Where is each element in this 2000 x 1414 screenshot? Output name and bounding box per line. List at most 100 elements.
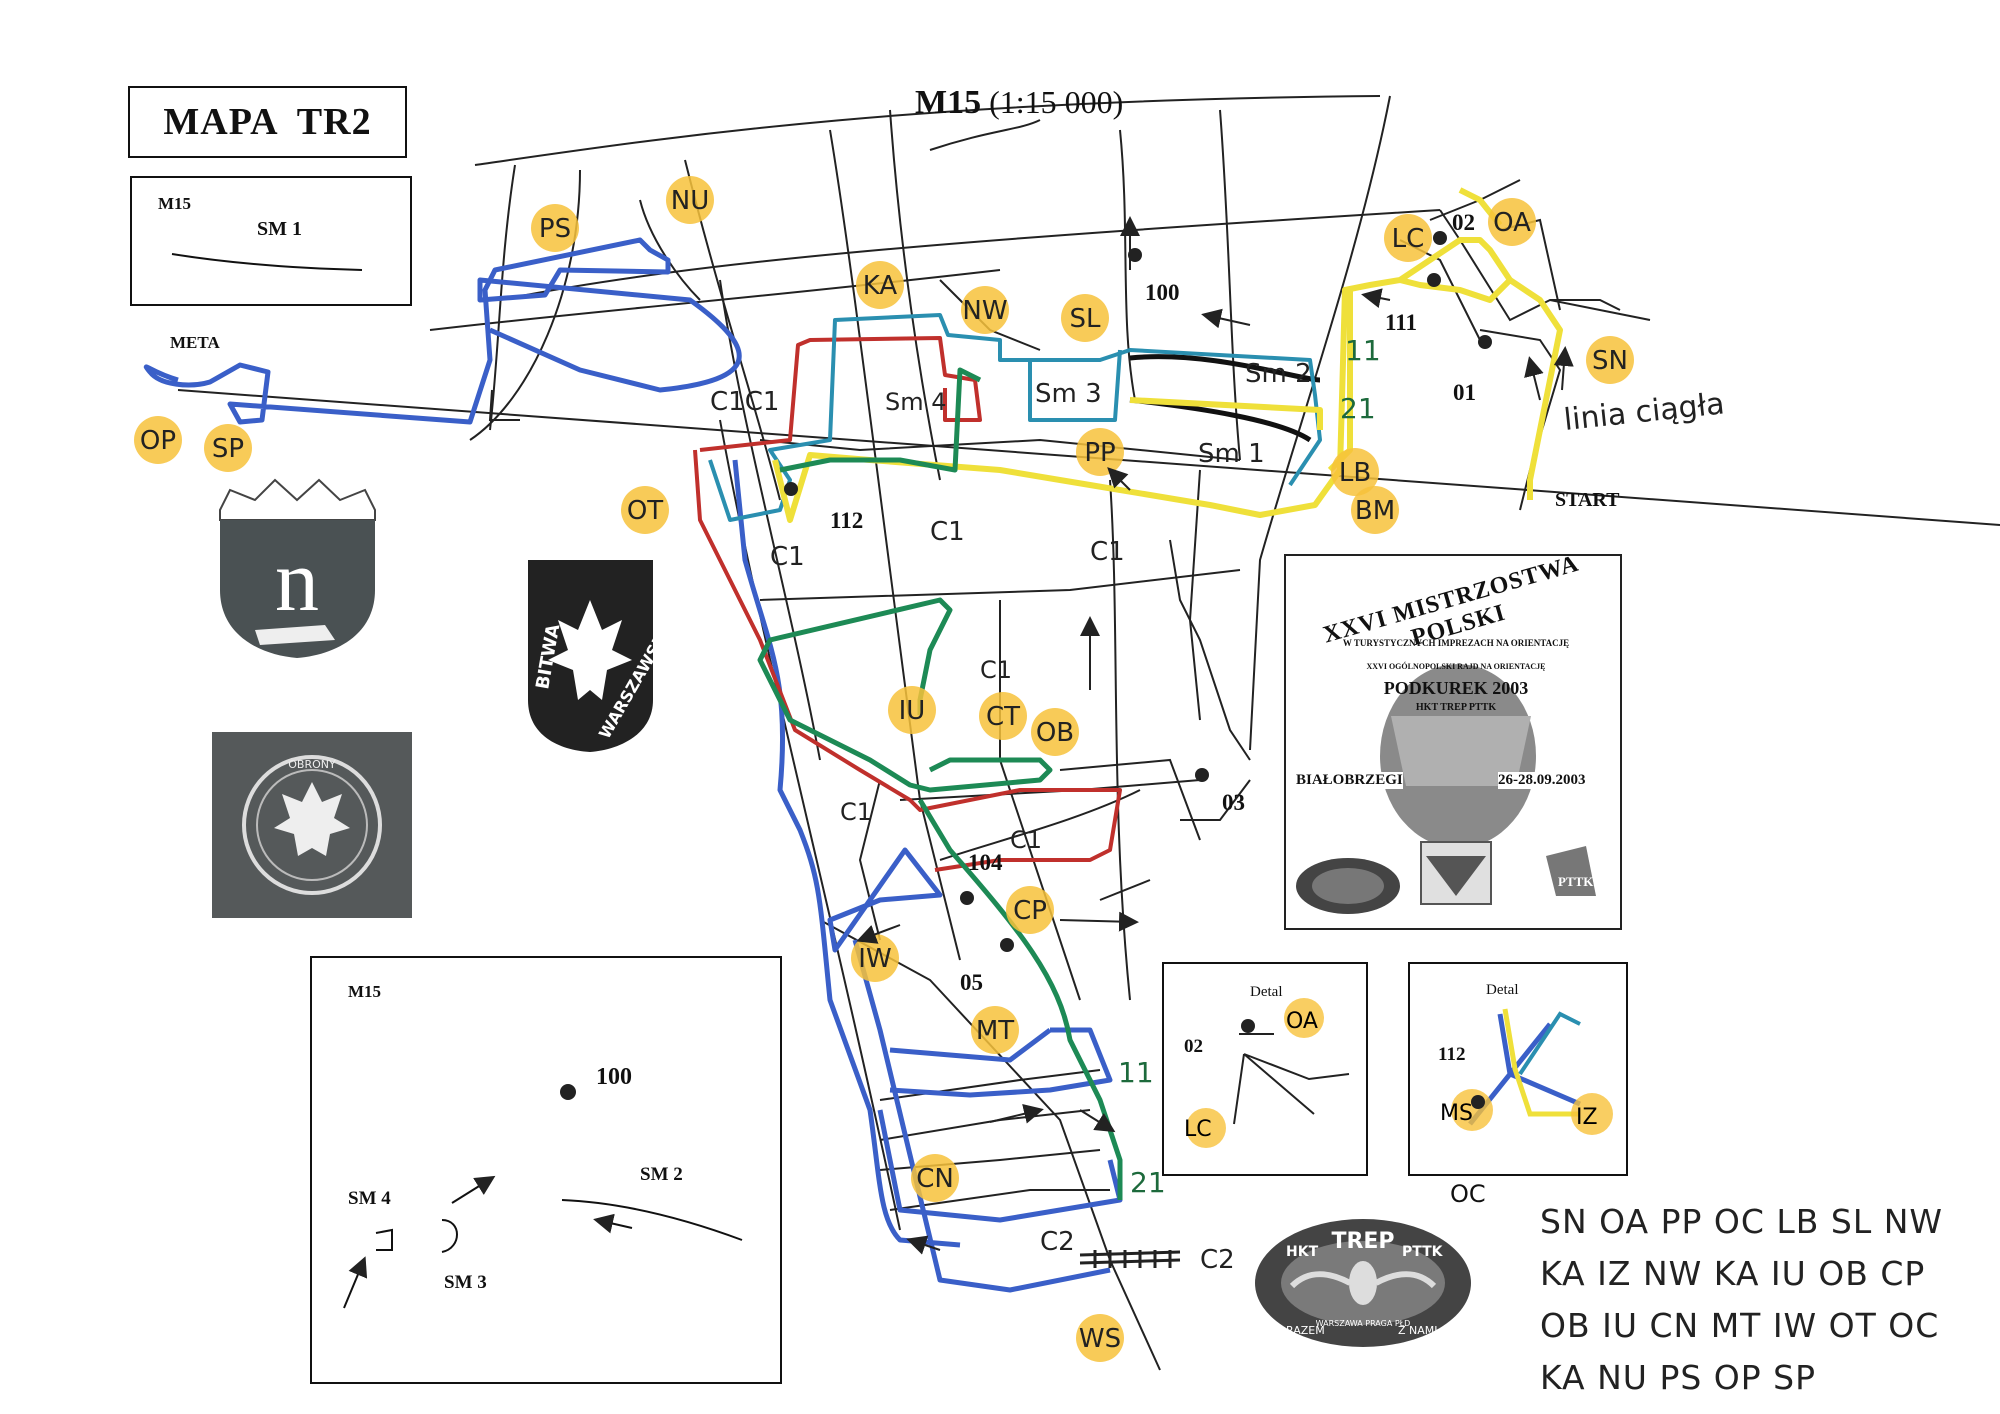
sm4-note: Sm 4 (885, 388, 947, 416)
control-label: CT (986, 702, 1020, 732)
control-marker (851, 934, 899, 982)
poster-event-line: XXVI OGÓLNOPOLSKI RAJD NA ORIENTACJĘ (1366, 662, 1546, 671)
control-marker (1586, 336, 1634, 384)
arrow-count: 21 (1340, 392, 1376, 425)
point-label: 05 (960, 970, 983, 995)
crest-badge: n (215, 450, 380, 660)
control-label: OB (1036, 718, 1074, 748)
defense-text: OBRONY (288, 758, 336, 771)
trep-city: WARSZAWA PRAGA PŁD (1316, 1319, 1411, 1328)
control-label: SP (212, 434, 244, 464)
map-label-box: MAPA TR2 (128, 86, 407, 158)
trep-badge: HKT TREP PTTK RAZEM WARSZAWA PRAGA PŁD Z… (1252, 1216, 1474, 1350)
inset-sm4-label: SM 4 (348, 1188, 391, 1209)
control-label: OP (140, 426, 176, 456)
trep-slogan: Z NAMI (1398, 1324, 1438, 1337)
crest-emblem: n (219, 478, 376, 658)
arrow-count: 11 (1118, 1056, 1154, 1089)
battle-badge: 1920 BITWA WARSZAWSKA (518, 535, 677, 755)
control-marker (1076, 1314, 1124, 1362)
control-marker (961, 286, 1009, 334)
control-marker (134, 416, 182, 464)
meta-label: META (170, 333, 220, 352)
control-marker (856, 261, 904, 309)
control-label: OT (627, 496, 663, 526)
poster-subtitle: W TURYSTYCZNYCH IMPREZACH NA ORIENTACJĘ (1342, 638, 1570, 648)
point-label: 100 (1145, 280, 1180, 305)
control-label: PS (539, 214, 571, 244)
answer-line: KA NU PS OP SP (1540, 1358, 1817, 1397)
control-label: NW (962, 296, 1007, 326)
point-label: 02 (1452, 210, 1475, 235)
control-marker (1031, 708, 1079, 756)
battle-year: 1920 (554, 540, 626, 565)
inset-sm-shapes (343, 1084, 743, 1309)
detal-point: 02 (1184, 1036, 1203, 1057)
control-label: LC (1392, 224, 1425, 254)
inset-sm1: M15 SM 1 (130, 176, 412, 306)
point-label: 111 (1385, 310, 1417, 335)
control-label: LB (1339, 458, 1371, 488)
point-label: 01 (1453, 380, 1476, 405)
inset-point-label: 100 (596, 1064, 632, 1090)
control-marker (1351, 486, 1399, 534)
c-mark: C1 (930, 517, 965, 547)
inset-sm3-label: SM 3 (444, 1272, 487, 1293)
detal-112-map: MS IZ (1440, 1008, 1613, 1135)
direction-arrows (488, 216, 1574, 1255)
control-label: NU (671, 186, 709, 216)
point-label: 112 (830, 508, 863, 533)
poster-club: HKT TREP PTTK (1415, 702, 1497, 713)
control-label: CN (916, 1164, 954, 1194)
c-mark: C1 (980, 656, 1012, 684)
control-label: SN (1592, 346, 1628, 376)
control-label: KA (863, 271, 898, 301)
point-labels: 02 111 01 100 112 03 104 05 META START (170, 210, 1620, 995)
control-label: IW (858, 944, 891, 974)
annotations: linia ciągła Sm 1 Sm 2 Sm 3 Sm 4 C1C1 C1… (710, 334, 1726, 1275)
inset-sm1-label: SM 1 (257, 218, 302, 240)
trep-pttk: PTTK (1402, 1244, 1444, 1260)
poster-pttk: PTTK (1558, 874, 1594, 889)
inset-sm2-label: SM 2 (640, 1164, 683, 1185)
c-mark: C2 (1200, 1245, 1235, 1275)
control-marker (204, 424, 252, 472)
defense-badge: OBRONY (212, 732, 412, 918)
detal-02-map: OA LC (1184, 998, 1350, 1148)
blue-route (143, 237, 1123, 1293)
trep-hkt: HKT (1286, 1244, 1319, 1260)
inset-detal-02: Detal 02 OA LC (1162, 962, 1368, 1176)
arrow-count: 11 (1345, 334, 1381, 367)
c-mark: C1C1 (710, 387, 779, 417)
detal-control: MS (1440, 1101, 1473, 1126)
c-mark: C1 (1090, 537, 1125, 567)
trep-emblem: HKT TREP PTTK RAZEM WARSZAWA PRAGA PŁD Z… (1255, 1219, 1471, 1347)
control-marker (888, 686, 936, 734)
detal-control: OA (1286, 1009, 1318, 1034)
control-marker (1384, 214, 1432, 262)
point-label: 03 (1222, 790, 1245, 815)
inset-detal-112: Detal 112 MS IZ (1408, 962, 1628, 1176)
answer-line: SN OA PP OC LB SL NW (1540, 1202, 1944, 1241)
control-marker (531, 204, 579, 252)
trep-name: TREP (1331, 1229, 1394, 1254)
control-marker (621, 486, 669, 534)
inset-map-code: M15 (158, 194, 192, 213)
control-label: WS (1079, 1324, 1121, 1354)
defense-emblem: OBRONY (242, 755, 382, 895)
control-markers (134, 176, 1634, 1362)
answer-line: KA IZ NW KA IU OB CP (1540, 1254, 1926, 1293)
control-marker (1006, 886, 1054, 934)
detal-control: LC (1184, 1117, 1212, 1142)
control-marker (1488, 198, 1536, 246)
detal-title: Detal (1486, 982, 1519, 998)
control-marker (971, 1006, 1019, 1054)
control-label: MT (976, 1016, 1014, 1046)
green-route (757, 367, 1123, 1200)
detal-point: 112 (1438, 1044, 1466, 1065)
control-marker (1061, 294, 1109, 342)
control-label: PP (1084, 438, 1115, 468)
inset-map-code: M15 (348, 982, 382, 1001)
svg-text:n: n (275, 533, 319, 630)
